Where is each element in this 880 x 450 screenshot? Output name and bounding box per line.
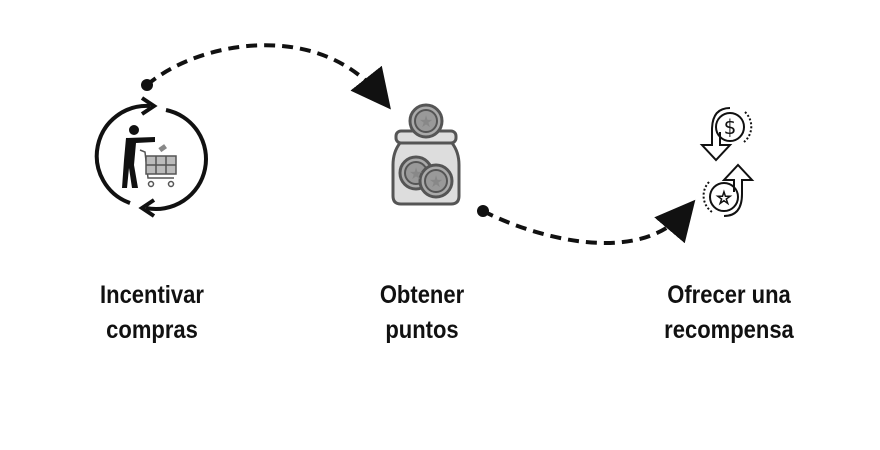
connector-arrow-1 (141, 43, 391, 110)
coin-jar-icon: ★ ★ ★ (391, 103, 461, 206)
svg-text:★: ★ (429, 172, 443, 191)
step-label-incentivar-compras: Incentivar compras (55, 278, 249, 348)
label-line: recompensa (664, 316, 794, 344)
label-line: compras (106, 316, 198, 344)
svg-text:☆: ☆ (716, 188, 732, 209)
svg-text:★: ★ (409, 164, 423, 183)
step-label-ofrecer-recompensa: Ofrecer una recompensa (632, 278, 826, 348)
svg-text:$: $ (724, 115, 737, 139)
shopping-cycle-icon (94, 96, 208, 218)
step-label-obtener-puntos: Obtener puntos (325, 278, 519, 348)
label-line: Incentivar (100, 281, 204, 309)
svg-text:★: ★ (419, 112, 433, 131)
label-line: Obtener (379, 281, 465, 309)
reward-exchange-icon: $ ☆ (699, 107, 755, 217)
label-line: Ofrecer una (667, 281, 791, 309)
connector-arrow-2 (477, 199, 696, 245)
label-line: puntos (385, 316, 459, 344)
